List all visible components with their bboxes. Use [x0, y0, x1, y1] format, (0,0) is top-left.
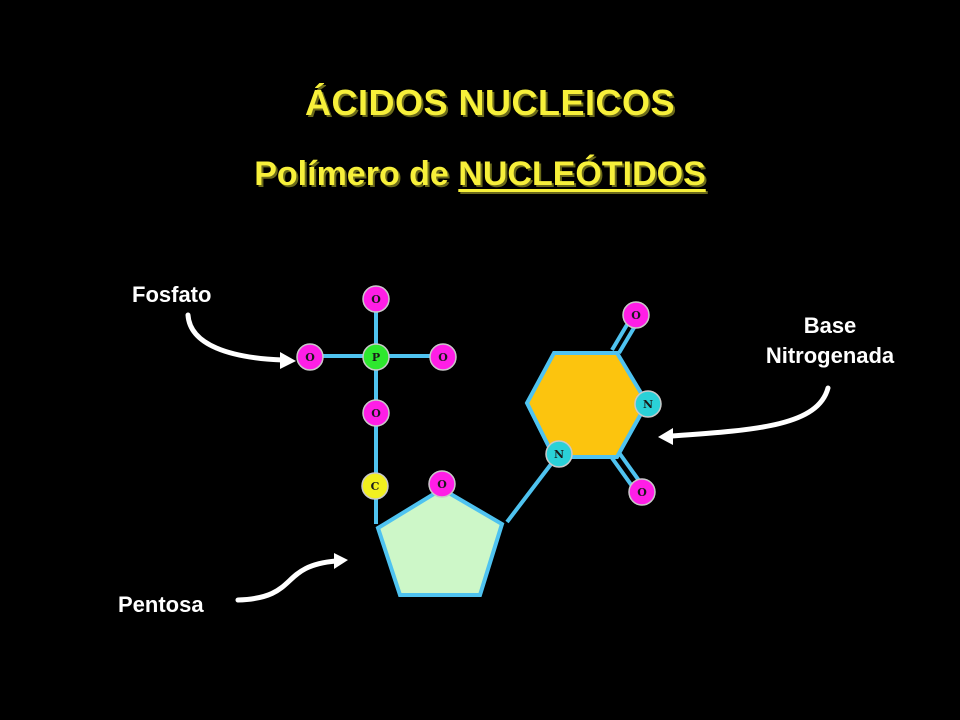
label-fosfato: Fosfato [132, 282, 212, 307]
svg-text:O: O [371, 293, 381, 306]
arrow-pentosa-head [334, 553, 348, 569]
svg-text:O: O [437, 478, 447, 491]
arrow-fosfato-head [280, 352, 296, 369]
svg-text:O: O [631, 309, 641, 322]
atom-nitrogen-base-right: N [634, 390, 662, 418]
bond-ring-n [505, 453, 560, 524]
atom-oxygen-phosphate-left: O [296, 343, 324, 371]
atom-carbon: C [361, 472, 389, 500]
svg-text:O: O [438, 351, 448, 364]
subtitle-emphasis: NUCLEÓTIDOS [458, 155, 706, 193]
svg-text:O: O [305, 351, 315, 364]
atom-oxygen-ring: O [428, 470, 456, 498]
arrow-pentosa [235, 558, 339, 603]
atoms: O O P O O C O O [296, 285, 662, 506]
label-pentosa: Pentosa [118, 592, 204, 617]
svg-text:C: C [371, 480, 380, 493]
arrows [185, 312, 831, 603]
diagram-title: ÁCIDOS NUCLEICOS [304, 82, 676, 123]
atom-nitrogen-glycosidic: N [545, 440, 573, 468]
atom-oxygen-phosphate-right: O [429, 343, 457, 371]
atom-phosphorus: P [362, 343, 390, 371]
svg-text:O: O [371, 407, 381, 420]
atom-oxygen-base-top: O [622, 301, 650, 329]
svg-text:N: N [643, 398, 653, 411]
atom-oxygen-ester: O [362, 399, 390, 427]
pentose-ring [375, 486, 505, 597]
label-base-line1: Base [803, 313, 857, 338]
arrow-base-head [658, 428, 673, 445]
atom-oxygen-phosphate-top: O [362, 285, 390, 313]
label-base-line2: Nitrogenada [765, 343, 895, 368]
arrow-base [669, 385, 831, 439]
svg-text:N: N [554, 448, 564, 461]
base-ring [524, 351, 650, 459]
arrow-fosfato [185, 312, 286, 363]
label-base-nitrogenada: Base Nitrogenada [740, 311, 920, 371]
svg-text:O: O [637, 486, 647, 499]
svg-text:P: P [372, 351, 380, 364]
diagram-subtitle: Polímero de NUCLEÓTIDOS [0, 155, 960, 194]
subtitle-prefix: Polímero de [254, 155, 449, 193]
atom-oxygen-base-bottom: O [628, 478, 656, 506]
